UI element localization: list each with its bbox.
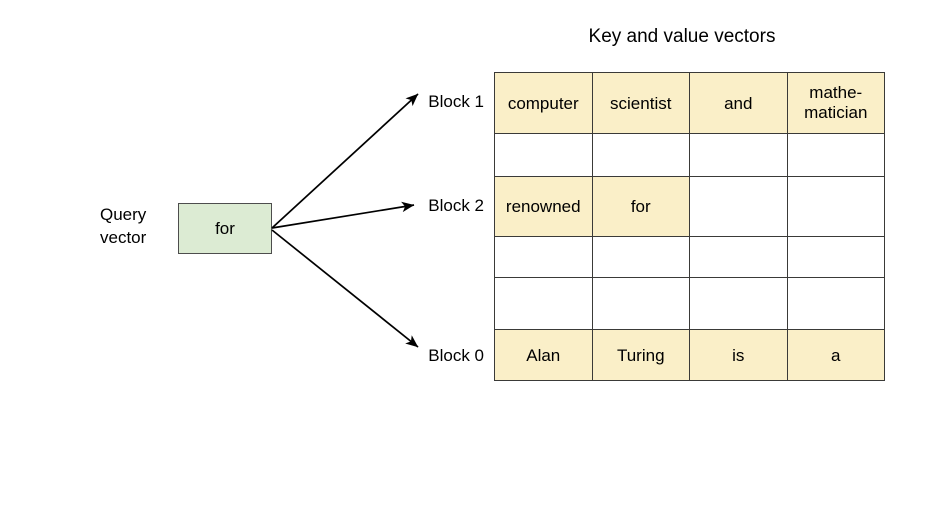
table-row: [494, 236, 885, 278]
table-cell-line: matician: [804, 103, 868, 122]
block-label-0-text: Block 0: [428, 346, 484, 365]
table-cell: computer: [494, 72, 593, 134]
block-label-2: Block 2: [418, 196, 484, 216]
table-cell: [689, 236, 788, 278]
table-cell: mathe-matician: [786, 72, 885, 134]
table-cell: Turing: [591, 329, 690, 381]
query-vector-box: for: [178, 203, 272, 254]
table-cell: is: [689, 329, 788, 381]
table-cell: and: [689, 72, 788, 134]
table-cell: [689, 277, 788, 330]
table-cell: for: [591, 176, 690, 237]
query-vector-label-line1: Query: [100, 205, 147, 224]
table-cell: Alan: [494, 329, 593, 381]
table-cell-line: mathe-: [809, 83, 863, 102]
table-cell: [494, 133, 593, 177]
arrow-to-block-0: [271, 229, 419, 348]
table-cell: [689, 176, 788, 237]
table-cell: [494, 277, 593, 330]
page-title-text: Key and value vectors: [588, 26, 776, 47]
page-title: Key and value vectors: [0, 24, 952, 50]
table-cell: a: [786, 329, 885, 381]
table-cell: [786, 277, 885, 330]
table-cell: [786, 133, 885, 177]
table-cell: renowned: [494, 176, 593, 237]
table-cell: [591, 236, 690, 278]
arrow-to-block-2: [271, 201, 415, 229]
arrow-to-block-1: [271, 93, 419, 229]
query-vector-label: Query vector: [100, 203, 176, 249]
table-cell: scientist: [591, 72, 690, 134]
block-label-0: Block 0: [418, 346, 484, 366]
table-cell: [494, 236, 593, 278]
table-row: [494, 277, 885, 330]
table-cell: [689, 133, 788, 177]
table-cell: [591, 133, 690, 177]
block-label-2-text: Block 2: [428, 196, 484, 215]
table-row: [494, 133, 885, 177]
query-vector-value: for: [215, 218, 235, 238]
table-cell: [591, 277, 690, 330]
query-vector-label-line2: vector: [100, 228, 147, 247]
table-cell: [786, 176, 885, 237]
block-label-1: Block 1: [418, 92, 484, 112]
block-label-1-text: Block 1: [428, 92, 484, 111]
table-cell: [786, 236, 885, 278]
